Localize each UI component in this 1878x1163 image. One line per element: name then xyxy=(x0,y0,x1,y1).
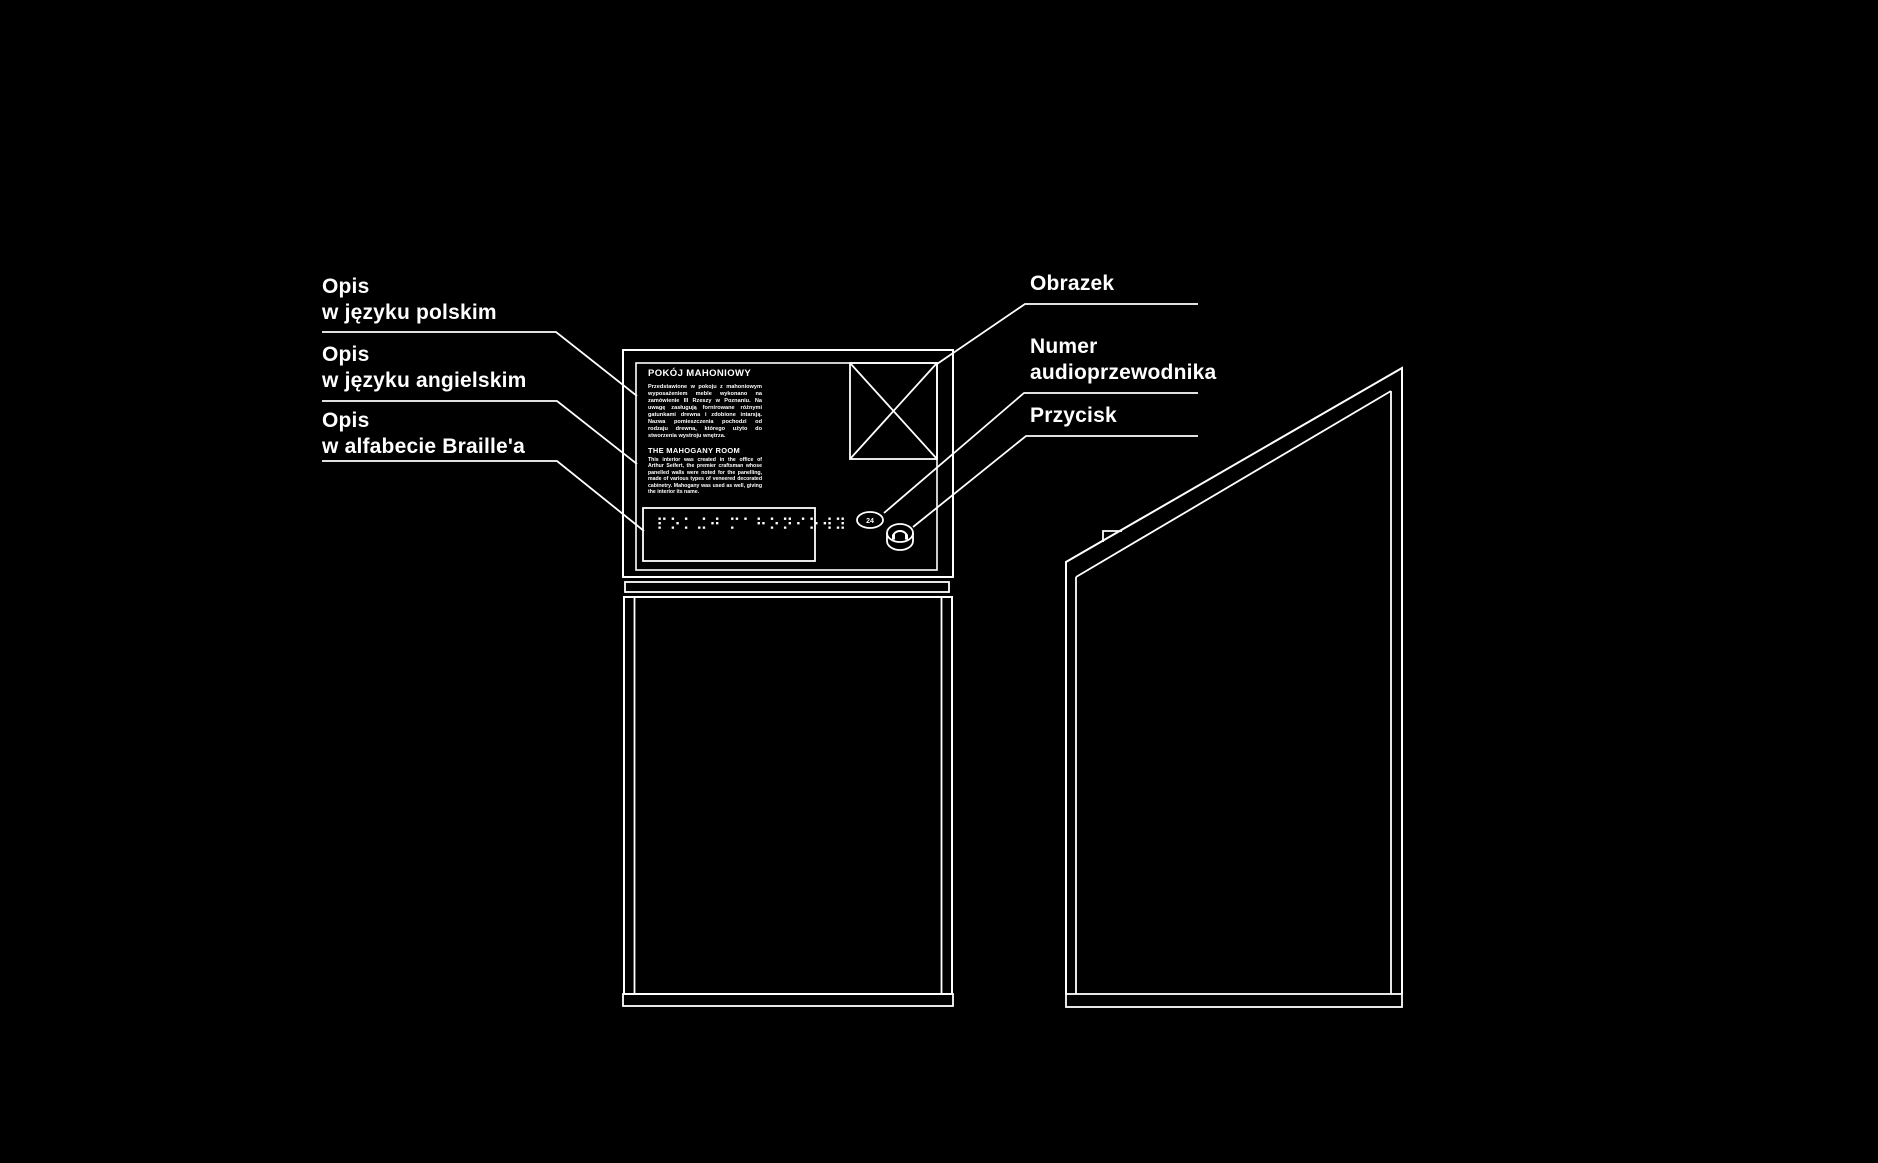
label-obrazek: Obrazek xyxy=(1030,271,1114,297)
headphones-icon xyxy=(892,530,908,540)
label-line: Opis xyxy=(322,275,370,298)
label-line: w języku polskim xyxy=(322,301,497,324)
label-numer-audioprzewodnika: Numer audioprzewodnika xyxy=(1030,334,1216,386)
leader-przycisk xyxy=(912,435,1198,528)
label-line: w alfabecie Braille'a xyxy=(322,435,525,458)
label-opis-polski: Opis w języku polskim xyxy=(322,274,497,326)
front-pedestal-outline xyxy=(623,596,953,995)
audio-number-text: 24 xyxy=(866,518,874,525)
side-baseboard xyxy=(1065,993,1403,1008)
panel-polish-title: POKÓJ MAHONIOWY xyxy=(648,368,752,379)
image-placeholder-box xyxy=(849,362,938,460)
side-button-profile xyxy=(1102,530,1122,542)
label-line: Przycisk xyxy=(1030,404,1117,427)
leader-numer-audioprzewodnika xyxy=(883,392,1198,514)
audio-button xyxy=(886,523,914,551)
panel-english-title: THE MAHOGANY ROOM xyxy=(648,446,741,455)
leader-obrazek xyxy=(936,303,1198,365)
image-box-diagonal-2 xyxy=(849,362,938,460)
front-baseboard xyxy=(622,993,954,1007)
front-panel-outer-frame xyxy=(622,349,954,578)
image-box xyxy=(849,362,938,460)
leader-opis-angielski xyxy=(322,400,638,465)
braille-box xyxy=(642,507,816,562)
braille-text: ⠏⠕⠅⠬⠚ ⠍⠁⠓⠕⠝⠊⠕⠺⠽ xyxy=(656,515,848,534)
label-line: Numer xyxy=(1030,335,1098,358)
panel-shelf-strip xyxy=(624,581,950,593)
leader-opis-braille xyxy=(322,460,645,532)
side-view-outline xyxy=(1065,366,1403,994)
side-view-inner-slant xyxy=(1075,390,1392,578)
panel-english-description: This interior was created in the office … xyxy=(648,457,762,496)
audio-button-top xyxy=(886,523,914,543)
audio-button-side xyxy=(886,533,914,551)
label-line: w języku angielskim xyxy=(322,369,527,392)
label-przycisk: Przycisk xyxy=(1030,403,1117,429)
label-opis-angielski: Opis w języku angielskim xyxy=(322,342,527,394)
leader-opis-polski xyxy=(322,331,638,397)
label-opis-braille: Opis w alfabecie Braille'a xyxy=(322,408,525,460)
label-line: Opis xyxy=(322,343,370,366)
panel-polish-description: Przedstawione w pokoju z mahoniowym wypo… xyxy=(648,384,762,439)
audio-number-badge xyxy=(856,511,884,529)
label-line: Opis xyxy=(322,409,370,432)
label-line: Obrazek xyxy=(1030,272,1115,295)
label-line: audioprzewodnika xyxy=(1030,361,1217,384)
